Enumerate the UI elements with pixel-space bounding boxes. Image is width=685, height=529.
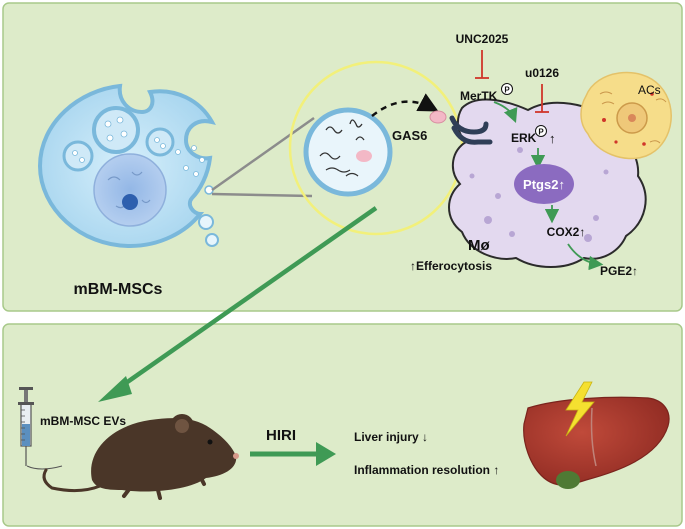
mertk-label: MerTK: [460, 89, 498, 103]
erk-up: ↑: [549, 131, 556, 146]
erk-phospho: P: [538, 128, 544, 137]
delivery-arrow: [114, 206, 378, 392]
unc2025-label: UNC2025: [456, 32, 509, 46]
u0126-label: u0126: [525, 66, 559, 80]
ptgs2-label: Ptgs2↑: [523, 177, 565, 192]
cox2-to-pge2-arrow: [567, 243, 604, 271]
syringe-icon: [18, 387, 34, 466]
efferocytosis-label: ↑Efferocytosis: [410, 259, 492, 273]
msc-cell: [37, 83, 219, 249]
lightning-icon: [565, 381, 595, 437]
pge2-label: PGE2↑: [600, 264, 638, 278]
mouse-icon: [42, 414, 239, 500]
outcome-liver-injury: Liver injury ↓: [354, 430, 428, 444]
mertk-receptor: [449, 115, 493, 145]
ev-small: [198, 214, 214, 230]
acs-label: ACs: [638, 83, 661, 97]
gas6-label: GAS6: [392, 128, 427, 143]
mertk-phospho-icon: [501, 83, 513, 95]
macrophage-granules: [469, 147, 609, 242]
mvb: [92, 106, 140, 154]
msc-nucleus: [93, 153, 167, 227]
transport-arrow: [371, 93, 439, 117]
zoom-line-bottom: [211, 192, 313, 198]
erk-phospho-icon: [535, 125, 547, 137]
macrophage-label: Mø: [468, 237, 490, 254]
delivery-arrowhead: [98, 376, 132, 402]
cox2-label: COX2↑: [547, 225, 586, 239]
mertk-phospho: P: [504, 86, 510, 95]
mertk-to-erk-arrow: [493, 101, 518, 124]
msc-nucleolus: [122, 194, 138, 210]
apoptotic-cell: [580, 71, 672, 160]
hiri-label: HIRI: [266, 427, 296, 444]
msc-label: mBM-MSCs: [74, 281, 163, 298]
gas6-ligand: [429, 110, 447, 124]
liver-icon: [523, 396, 670, 489]
zoom-line-top: [211, 116, 315, 192]
ev-label: mBM-MSC EVs: [40, 414, 126, 428]
outcome-inflammation: Inflammation resolution ↑: [354, 463, 499, 477]
ptgs2-nucleus: [514, 164, 574, 204]
erk-label: ERK: [511, 131, 537, 145]
ev-enlarged: [303, 107, 393, 197]
